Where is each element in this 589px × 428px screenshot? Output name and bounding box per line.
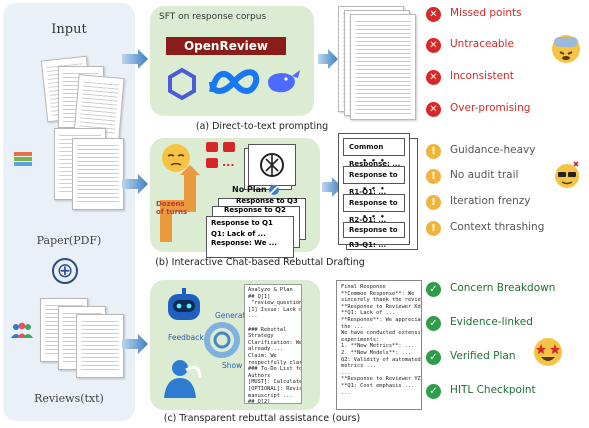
- response-card-q1: Response to Q1 Q1: Lack of ... Response:…: [206, 216, 294, 258]
- panel-a-header: SFT on response corpus: [159, 12, 267, 22]
- panel-a-background: [150, 6, 314, 116]
- no-plan-icon: [269, 185, 279, 195]
- plus-icon: ⊕: [52, 258, 78, 284]
- x-icon: ✕: [426, 70, 441, 85]
- feature-concern-breakdown: Concern Breakdown: [450, 282, 556, 294]
- box-r1-q1: Response to R1-Q1: ...: [343, 166, 405, 196]
- issue-untraceable: Untraceable: [450, 38, 514, 50]
- turns-arrow: [160, 165, 200, 242]
- panel-a-caption: (a) Direct-to-text prompting: [195, 121, 329, 132]
- feature-verified-plan: Verified Plan: [450, 350, 516, 362]
- response-doc: [350, 14, 416, 120]
- qwen-icon: [168, 67, 196, 100]
- chat-bubble-icon: [206, 142, 218, 152]
- deepseek-icon: [268, 70, 300, 93]
- feature-hitl-checkpoint: HITL Checkpoint: [450, 384, 536, 396]
- people-icon: [11, 322, 33, 338]
- warning-icon: !: [426, 144, 441, 159]
- issue-guidance-heavy: Guidance-heavy: [450, 144, 536, 156]
- box-r3-q1: Response to R3-Q1: ...: [343, 222, 405, 249]
- x-icon: ✕: [426, 38, 441, 53]
- input-title: Input: [51, 22, 87, 37]
- red-dots: ...: [222, 156, 235, 169]
- issue-missed-points: Missed points: [450, 7, 522, 19]
- final-response-doc: Final Response **Common Response**: We s…: [336, 280, 422, 410]
- check-icon: ✓: [426, 282, 441, 297]
- check-icon: ✓: [426, 316, 441, 331]
- box-common-response: Common Response: ...: [343, 138, 405, 168]
- issue-context-thrashing: Context thrashing: [450, 221, 545, 233]
- anxious-emoji-icon: [552, 35, 580, 63]
- paper-label: Paper(PDF): [36, 234, 102, 247]
- x-icon: ✕: [426, 102, 441, 117]
- user-icon: [164, 360, 202, 398]
- openreview-logo: OpenReview: [166, 37, 286, 55]
- openai-icon: [260, 153, 284, 177]
- dizzy-emoji-icon: [555, 161, 579, 188]
- issue-iteration-frenzy: Iteration frenzy: [450, 195, 531, 207]
- box-dots: • • •: [362, 157, 386, 165]
- paper-page: [72, 138, 124, 210]
- warning-icon: !: [426, 195, 441, 210]
- chat-bubble-icon: [206, 158, 218, 168]
- feedback-label: Feedback: [168, 333, 204, 342]
- tired-emoji-icon: [162, 144, 190, 172]
- stack-q1-question: Q1: Lack of ...: [211, 230, 266, 238]
- star-struck-emoji-icon: [534, 338, 562, 366]
- dozens-of-turns-label: Dozens of turns: [156, 200, 188, 216]
- stack-q1: Response to Q1: [211, 219, 273, 227]
- feature-evidence-linked: Evidence-linked: [450, 316, 533, 328]
- response-box: Common Response: ... • • • Response to R…: [338, 133, 410, 249]
- reviews-label: Reviews(txt): [34, 392, 104, 405]
- model-logos: [168, 67, 300, 100]
- chat-bubble-icon: [223, 142, 235, 152]
- no-plan-label: No Plan: [232, 185, 267, 194]
- stack-q2: Response to Q2: [224, 206, 286, 214]
- box-r2-q1: Response to R2-Q1: ...: [343, 194, 405, 224]
- paper-icon: [14, 152, 32, 166]
- issue-no-audit-trail: No audit trail: [450, 169, 519, 181]
- show-label: Show: [222, 361, 243, 370]
- stack-q3: Response to Q3: [236, 197, 298, 205]
- check-icon: ✓: [426, 384, 441, 399]
- panel-b-caption: (b) Interactive Chat-based Rebuttal Draf…: [155, 257, 365, 268]
- stack-q1-response: Response: We ...: [211, 239, 277, 247]
- warning-icon: !: [426, 221, 441, 236]
- box-dots: • • •: [362, 213, 386, 221]
- meta-icon: [209, 69, 260, 94]
- issue-over-promising: Over-promising: [450, 102, 531, 114]
- x-icon: ✕: [426, 7, 441, 22]
- check-icon: ✓: [426, 350, 441, 365]
- box-dots: • • •: [362, 185, 386, 193]
- chat-window: [248, 144, 296, 186]
- issue-inconsistent: Inconsistent: [450, 70, 514, 82]
- analyze-plan-doc: Analyze & Plan ## Q[1] "review_question …: [244, 284, 302, 404]
- generate-label: Generate: [215, 311, 251, 320]
- cycle-icon: [204, 322, 240, 358]
- robot-icon: [168, 288, 200, 320]
- panel-c-caption: (c) Transparent rebuttal assistance (our…: [163, 413, 361, 424]
- final-response-text: Final Response **Common Response**: We s…: [341, 284, 421, 396]
- warning-icon: !: [426, 169, 441, 184]
- analyze-plan-text: Analyze & Plan ## Q[1] "review_question …: [248, 287, 302, 404]
